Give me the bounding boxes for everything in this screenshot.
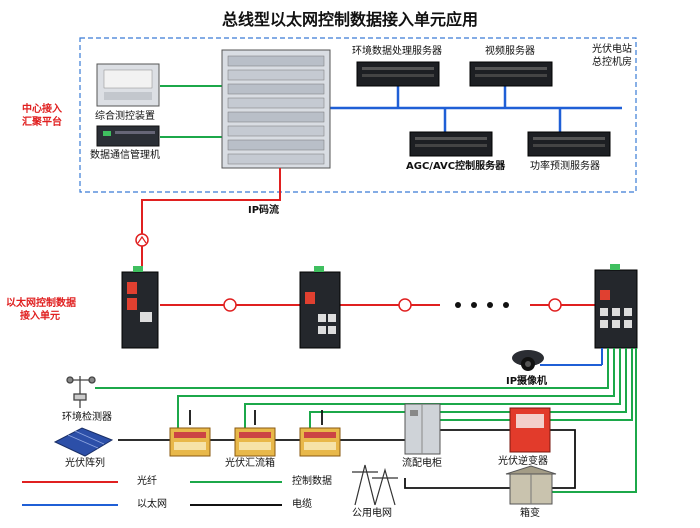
pv-array-label: 光伏阵列 bbox=[65, 458, 105, 469]
env-server bbox=[356, 61, 440, 87]
fiber-uplink bbox=[141, 168, 281, 272]
legend-cable-label: 电缆 bbox=[292, 499, 312, 510]
comm-manager-label: 数据通信管理机 bbox=[90, 150, 160, 161]
ip-camera-label: IP摄像机 bbox=[506, 376, 548, 387]
fiber-connector-icons bbox=[223, 298, 562, 312]
station-label-1: 光伏电站 bbox=[592, 44, 632, 55]
access-unit-label-1: 以太网控制数据 bbox=[6, 298, 76, 309]
field-control-links bbox=[95, 348, 637, 493]
center-control-links bbox=[160, 85, 222, 138]
legend-control-label: 控制数据 bbox=[292, 476, 332, 487]
combiner-box-3 bbox=[299, 427, 341, 457]
access-unit-1 bbox=[121, 266, 159, 349]
ethernet-bus bbox=[330, 86, 622, 132]
agc-server-label: AGC/AVC控制服务器 bbox=[406, 161, 506, 172]
access-unit-2 bbox=[299, 266, 341, 349]
pv-inverter-device bbox=[509, 407, 551, 453]
box-transformer-device bbox=[505, 465, 557, 505]
center-platform-label-1: 中心接入 bbox=[22, 104, 62, 115]
legend-fiber-label: 光纤 bbox=[137, 476, 157, 487]
legend bbox=[22, 481, 282, 506]
env-detector-device bbox=[66, 376, 96, 408]
video-server bbox=[469, 61, 553, 87]
ip-camera-device bbox=[512, 350, 544, 371]
integrated-monitor-device bbox=[96, 63, 160, 107]
center-platform-box bbox=[79, 37, 637, 193]
legend-ethernet-label: 以太网 bbox=[137, 499, 167, 510]
combiner-box-2 bbox=[234, 427, 276, 457]
power-cables bbox=[118, 410, 576, 489]
pv-array-device bbox=[53, 427, 114, 457]
ip-stream-label: IP码流 bbox=[248, 205, 280, 216]
env-detector-label: 环境检测器 bbox=[62, 412, 112, 423]
box-transformer-label: 箱变 bbox=[520, 508, 540, 519]
dist-cabinet-device bbox=[404, 403, 441, 455]
video-server-label: 视频服务器 bbox=[485, 46, 535, 57]
fiber-connector-icon bbox=[135, 233, 149, 247]
pv-inverter-label: 光伏逆变器 bbox=[498, 456, 548, 467]
station-label-2: 总控机房 bbox=[592, 57, 632, 68]
public-grid-tower bbox=[352, 464, 398, 506]
ellipsis-dots bbox=[455, 302, 509, 308]
center-platform-label-2: 汇聚平台 bbox=[22, 117, 62, 128]
integrated-monitor-label: 综合测控装置 bbox=[95, 111, 155, 122]
combiner-box-1 bbox=[169, 427, 211, 457]
agc-server bbox=[409, 131, 493, 157]
pv-combiner-label: 光伏汇流箱 bbox=[225, 458, 275, 469]
core-switch-rack bbox=[221, 49, 331, 169]
comm-manager-device bbox=[96, 125, 160, 147]
diagram-title: 总线型以太网控制数据接入单元应用 bbox=[221, 10, 478, 29]
env-server-label: 环境数据处理服务器 bbox=[352, 46, 442, 57]
dist-cabinet-label: 流配电柜 bbox=[402, 458, 442, 469]
public-grid-label: 公用电网 bbox=[352, 508, 392, 519]
power-server-label: 功率预测服务器 bbox=[530, 161, 600, 172]
access-unit-3 bbox=[594, 264, 638, 349]
power-server bbox=[527, 131, 611, 157]
access-unit-label-2: 接入单元 bbox=[20, 311, 60, 322]
